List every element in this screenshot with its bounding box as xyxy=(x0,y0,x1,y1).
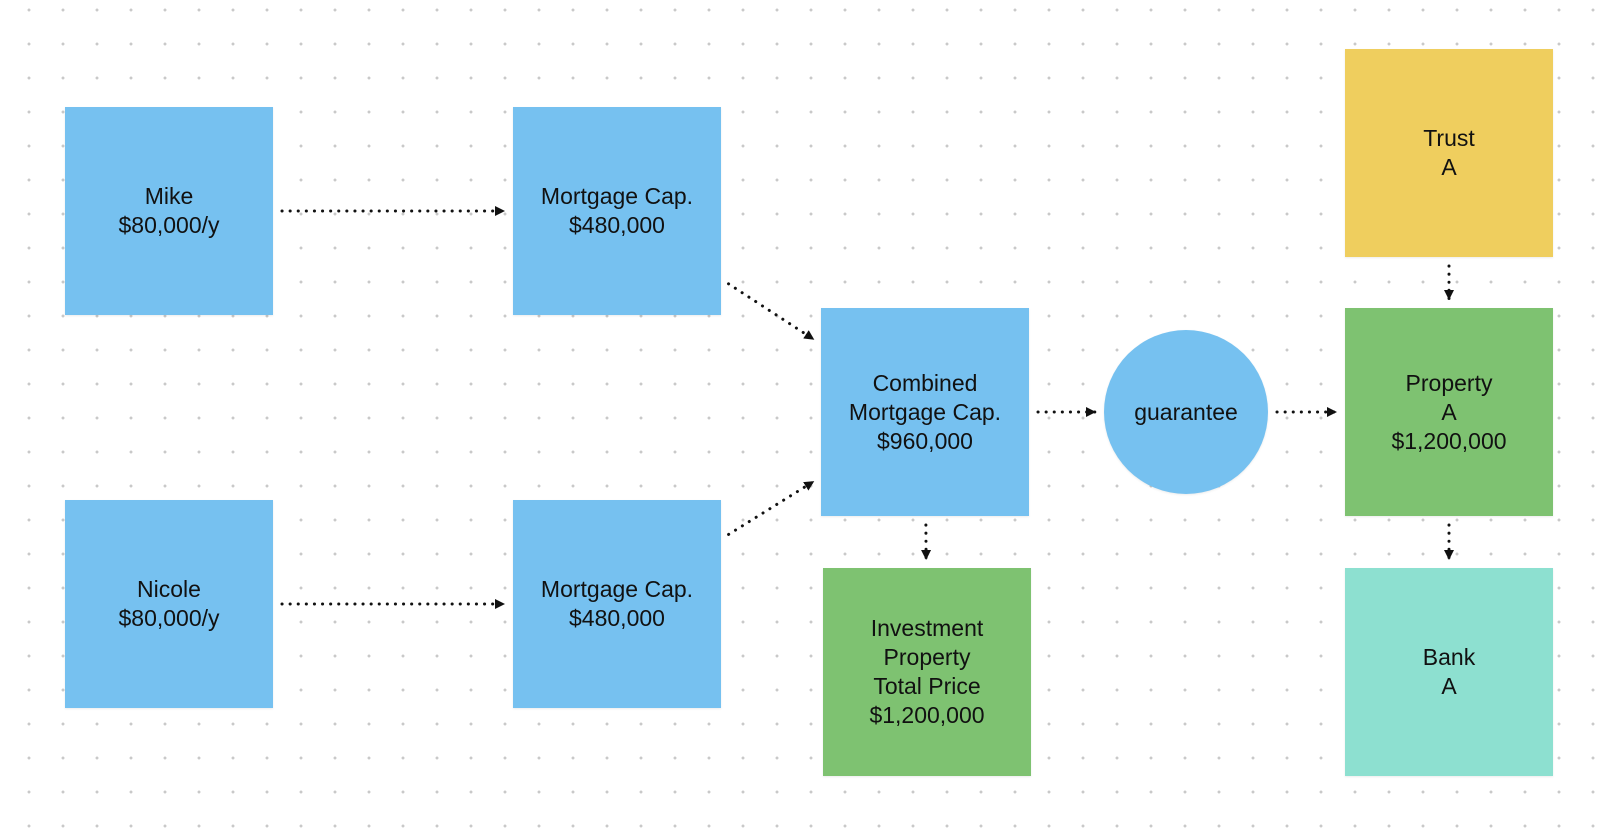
node-guarantee[interactable]: guarantee xyxy=(1104,330,1268,494)
connector-mortgage_mike-to-combined xyxy=(727,282,815,341)
node-property-a-label: Property A $1,200,000 xyxy=(1391,369,1507,454)
node-trust-a[interactable]: Trust A xyxy=(1345,49,1553,257)
node-investment-property-label: Investment Property Total Price $1,200,0… xyxy=(869,615,985,728)
node-bank-a[interactable]: Bank A xyxy=(1345,568,1553,776)
node-mortgage-cap-mike[interactable]: Mortgage Cap. $480,000 xyxy=(513,107,721,315)
node-nicole[interactable]: Nicole $80,000/y xyxy=(65,500,273,708)
node-guarantee-label: guarantee xyxy=(1134,398,1238,425)
node-trust-a-label: Trust A xyxy=(1423,125,1475,180)
node-mortgage-cap-nicole[interactable]: Mortgage Cap. $480,000 xyxy=(513,500,721,708)
node-property-a[interactable]: Property A $1,200,000 xyxy=(1345,308,1553,516)
node-mike-label: Mike $80,000/y xyxy=(118,183,220,238)
node-mortgage-cap-mike-label: Mortgage Cap. $480,000 xyxy=(540,183,694,238)
node-mike[interactable]: Mike $80,000/y xyxy=(65,107,273,315)
node-nicole-label: Nicole $80,000/y xyxy=(118,576,220,631)
node-combined-mortgage-cap-label: Combined Mortgage Cap. $960,000 xyxy=(848,369,1002,454)
node-combined-mortgage-cap[interactable]: Combined Mortgage Cap. $960,000 xyxy=(821,308,1029,516)
connector-mortgage_nicole-to-combined xyxy=(727,480,815,536)
node-bank-a-label: Bank A xyxy=(1422,644,1476,699)
node-investment-property[interactable]: Investment Property Total Price $1,200,0… xyxy=(823,568,1031,776)
node-mortgage-cap-nicole-label: Mortgage Cap. $480,000 xyxy=(540,576,694,631)
